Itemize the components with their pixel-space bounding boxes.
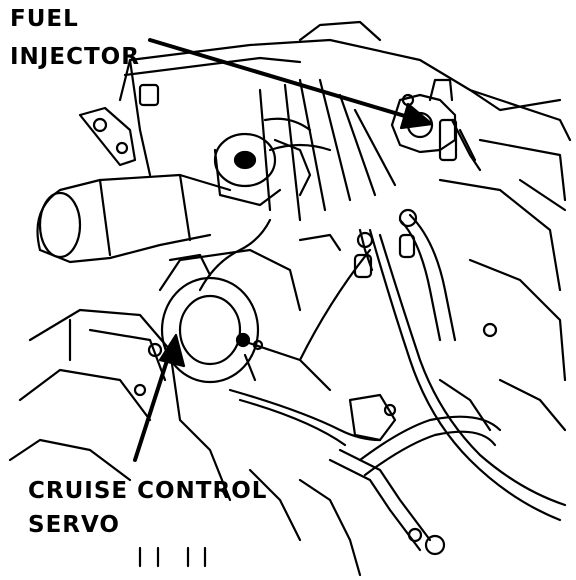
right-accessories	[348, 178, 567, 442]
fuel-injector-arrow	[148, 38, 427, 124]
vacuum-hoses	[298, 208, 457, 342]
cruise-control-servo-arrowhead	[158, 333, 186, 368]
fuel-injector-label-line-1: FUEL	[10, 6, 79, 32]
cruise-control-servo-body	[158, 248, 332, 392]
left-bracket	[78, 106, 137, 167]
air-intake-duct	[36, 173, 232, 264]
cruise-control-servo-label-line-1: CRUISE CONTROL	[28, 478, 268, 504]
throttle-body	[213, 132, 312, 207]
cruise-control-servo-label-line-2: SERVO	[28, 512, 120, 538]
cruise-control-servo-arrow	[133, 343, 174, 462]
bottom-tick-marks	[138, 546, 207, 568]
engine-block	[118, 20, 572, 212]
fuel-injector-label-line-2: INJECTOR	[10, 44, 140, 70]
fuel-injector-arrowhead	[399, 102, 434, 130]
servo-bracket	[8, 308, 232, 502]
intake-runners	[258, 78, 397, 222]
servo-cable	[198, 218, 567, 522]
